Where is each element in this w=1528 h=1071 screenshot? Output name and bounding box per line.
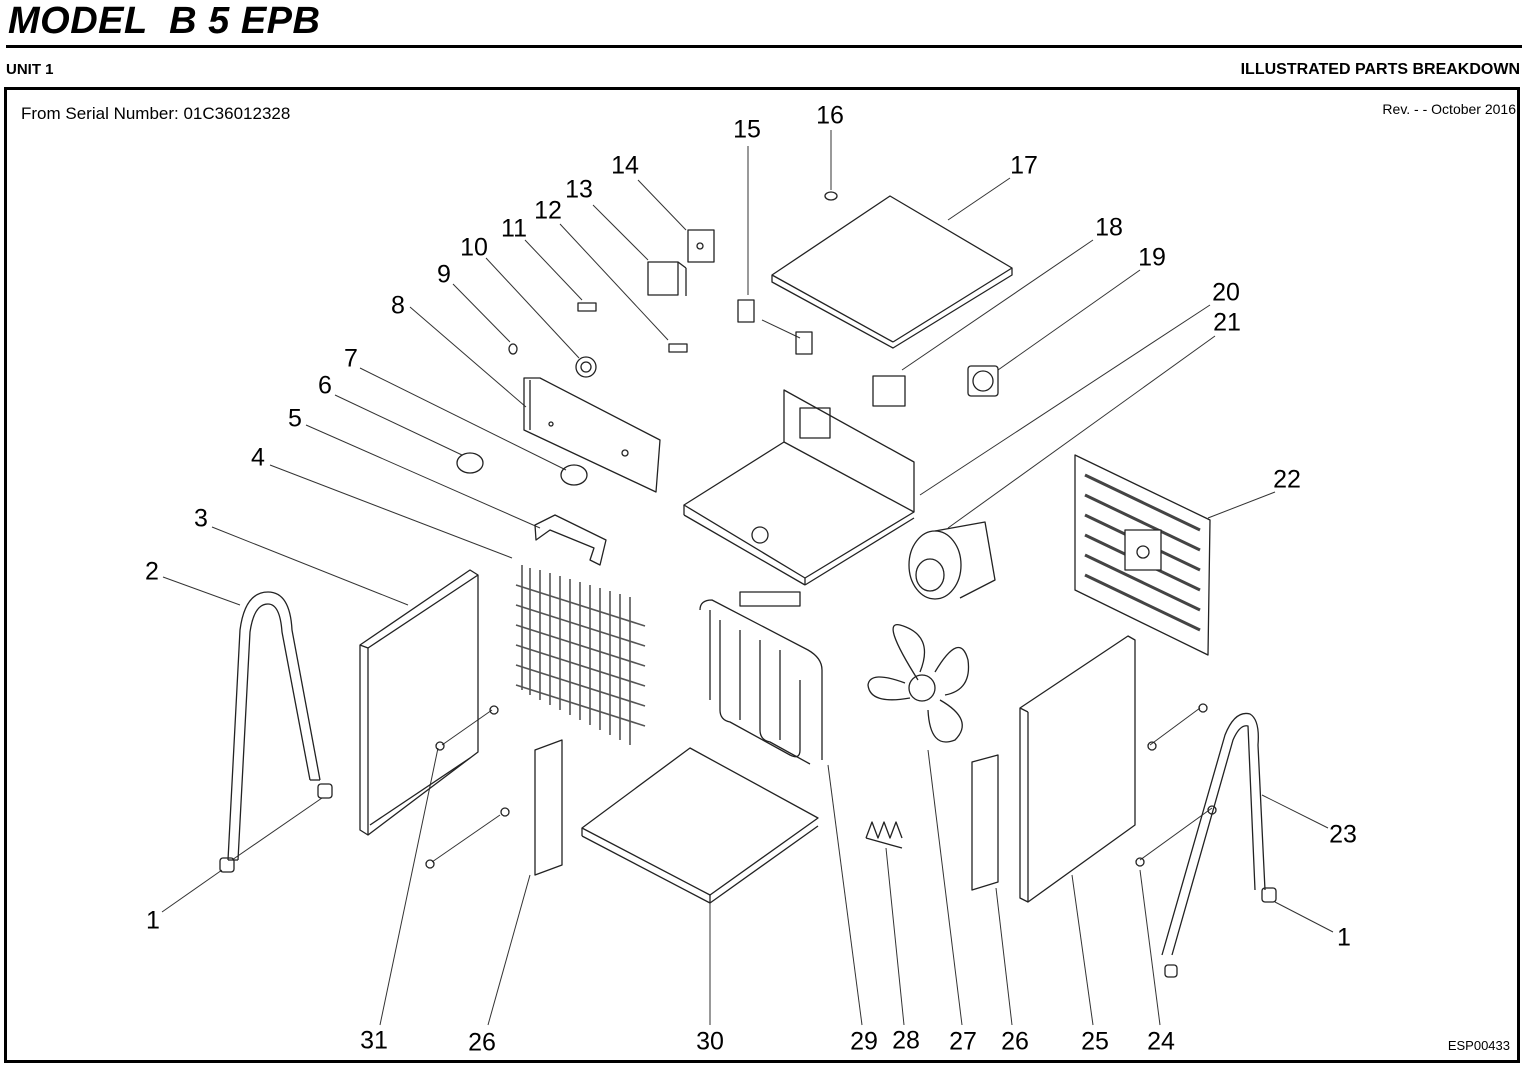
callout-1-left: 1 [146,906,160,935]
callout-28: 28 [892,1026,920,1055]
part-heating-element [699,591,823,765]
part-motor [908,521,996,600]
callout-21: 21 [1213,308,1241,337]
part-front-grille [515,565,646,745]
part-indicator-lamp [737,299,813,355]
revision-date: Rev. - - October 2016 [1382,101,1516,117]
callout-5: 5 [288,404,302,433]
part-small-components [508,302,688,378]
unit-label: UNIT 1 [6,61,54,78]
callout-31: 31 [360,1026,388,1055]
leader-lines [161,130,1334,1026]
serial-number: From Serial Number: 01C36012328 [21,104,291,123]
callout-2: 2 [145,557,159,586]
title-divider [6,45,1522,48]
callout-26-left: 26 [468,1028,496,1057]
callout-15: 15 [733,115,761,144]
callout-22: 22 [1273,465,1301,494]
part-strip [534,739,999,891]
callout-29: 29 [850,1027,878,1056]
callout-17: 17 [1010,151,1038,180]
part-side-panel-right [1019,635,1136,903]
callout-10: 10 [460,233,488,262]
part-top-cover [771,195,1013,349]
part-plug [824,191,838,201]
part-chassis [683,389,915,586]
part-grommet [425,703,1217,869]
callout-13: 13 [565,175,593,204]
callout-4: 4 [251,443,265,472]
section-label: ILLUSTRATED PARTS BREAKDOWN [1240,61,1520,78]
part-socket [967,365,999,397]
callout-23: 23 [1329,820,1357,849]
part-switch [687,229,715,263]
part-thermostat [647,261,687,296]
callout-30: 30 [696,1027,724,1056]
callout-16: 16 [816,101,844,130]
callout-26-right: 26 [1001,1027,1029,1056]
part-foot [219,783,1277,978]
model-title: MODEL B 5 EPB [8,0,321,42]
callout-14: 14 [611,151,639,180]
callout-19: 19 [1138,243,1166,272]
part-handle-left [227,591,321,861]
part-rear-grille [1074,454,1211,656]
part-control-panel [523,377,661,493]
part-handle-right [1161,712,1266,956]
callout-27: 27 [949,1027,977,1056]
part-bracket [534,514,607,566]
diagram-frame [4,87,1520,1063]
part-fan-blade [867,624,970,743]
callout-12: 12 [534,196,562,225]
callout-11: 11 [501,214,527,243]
part-knob [456,452,588,486]
figure-id: ESP00433 [1447,1038,1510,1053]
callout-25: 25 [1081,1027,1109,1056]
part-terminal-block [872,375,906,407]
callout-18: 18 [1095,213,1123,242]
part-side-panel-left [359,569,479,836]
callout-1-right: 1 [1337,923,1351,952]
callout-3: 3 [194,504,208,533]
callout-24: 24 [1147,1027,1175,1056]
callout-20: 20 [1212,278,1240,307]
part-bracket-clip [865,821,903,849]
callout-7: 7 [344,344,358,373]
callout-6: 6 [318,371,332,400]
callout-8: 8 [391,291,405,320]
callout-9: 9 [437,260,451,289]
part-base-plate [581,747,819,904]
